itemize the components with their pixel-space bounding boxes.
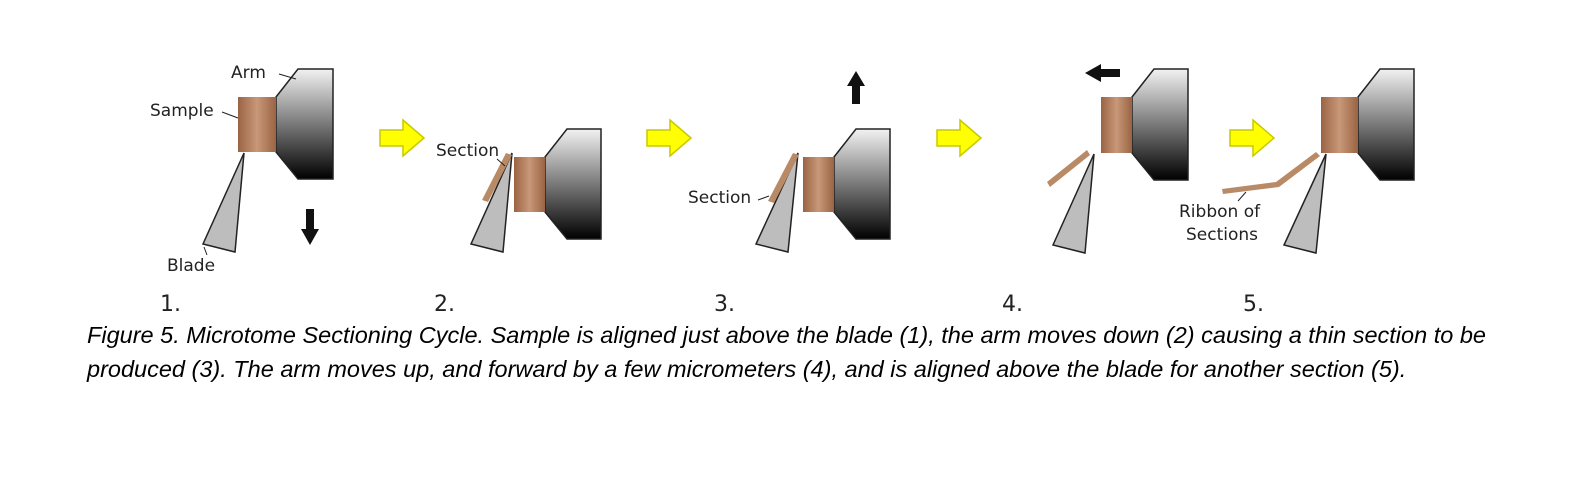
sample-3 xyxy=(803,157,834,212)
section-slice-4 xyxy=(1047,150,1090,187)
blade-1 xyxy=(201,152,245,253)
arm-4 xyxy=(1131,68,1189,181)
ribbon-label-line1: Ribbon of xyxy=(1179,202,1261,222)
blade-label: Blade xyxy=(167,256,215,276)
section-slice-3 xyxy=(768,153,799,203)
section-leader-2 xyxy=(496,158,506,167)
ribbon-label-line2: Sections xyxy=(1186,225,1258,245)
sample-1 xyxy=(238,97,276,152)
arm-leader xyxy=(278,73,297,80)
blade-3 xyxy=(754,152,799,253)
microtome-diagram: Arm Sample Blade Section Section xyxy=(150,63,1415,276)
sample-2 xyxy=(514,157,545,212)
section-label-2: Section xyxy=(436,141,499,161)
sample-4 xyxy=(1101,97,1132,153)
ribbon-leader xyxy=(1237,191,1247,202)
left-arrow-icon xyxy=(1085,64,1120,82)
yellow-arrow-icon xyxy=(379,118,426,158)
arm-2 xyxy=(544,128,602,240)
blade-2 xyxy=(469,152,513,253)
sample-label: Sample xyxy=(150,101,214,121)
down-arrow-icon xyxy=(301,209,319,245)
figure-caption: Figure 5. Microtome Sectioning Cycle. Sa… xyxy=(87,322,1486,382)
panel-4 xyxy=(1047,64,1189,254)
section-label-3: Section xyxy=(688,188,751,208)
yellow-arrow-icon xyxy=(1229,118,1276,158)
sample-5 xyxy=(1321,97,1358,153)
arm-1 xyxy=(275,68,334,180)
panel-3: Section xyxy=(688,71,891,253)
blade-5 xyxy=(1282,153,1327,254)
step-number-3: 3. xyxy=(714,292,735,317)
blade-4 xyxy=(1051,153,1095,254)
blade-leader xyxy=(203,246,208,256)
up-arrow-icon xyxy=(847,71,865,104)
step-number-1: 1. xyxy=(160,292,181,317)
yellow-arrow-icon xyxy=(646,118,693,158)
ribbon-of-sections xyxy=(1222,152,1320,194)
arm-3 xyxy=(833,128,891,240)
arm-label: Arm xyxy=(231,63,266,83)
panel-2: Section xyxy=(436,128,602,253)
yellow-arrow-icon xyxy=(936,118,983,158)
arm-5 xyxy=(1357,68,1415,181)
step-number-2: 2. xyxy=(434,292,455,317)
section-leader-3 xyxy=(757,195,770,201)
step-number-4: 4. xyxy=(1002,292,1023,317)
sample-leader xyxy=(221,111,239,119)
step-number-5: 5. xyxy=(1243,292,1264,317)
panel-1: Arm Sample Blade xyxy=(150,63,334,276)
panel-5: Ribbon of Sections xyxy=(1179,68,1415,254)
